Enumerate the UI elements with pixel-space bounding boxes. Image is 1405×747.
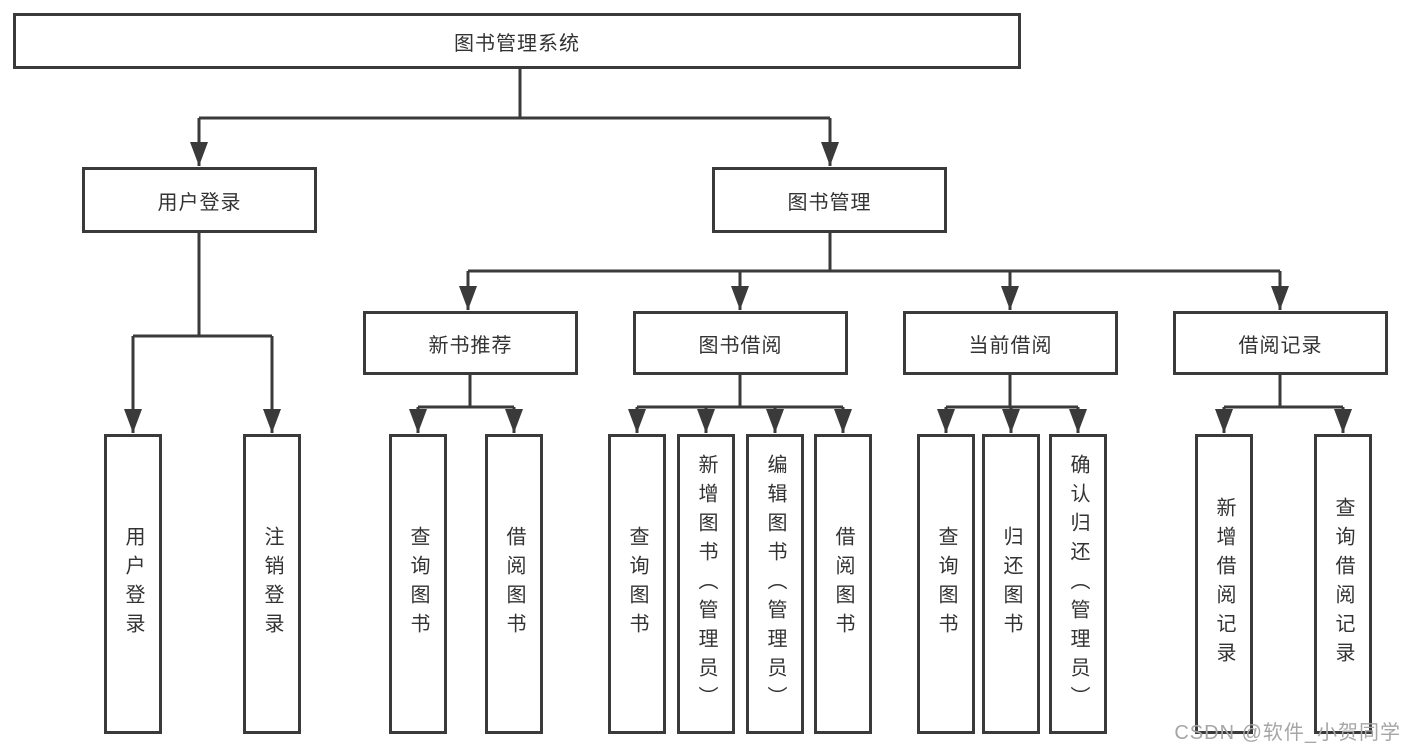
- leaf-user-login: 用户登录: [104, 434, 162, 734]
- leaf-label: 借阅图书: [832, 526, 854, 642]
- leaf-logout: 注销登录: [243, 434, 301, 734]
- leaf-query-books: 查询图书: [917, 434, 975, 734]
- leaf-label: 用户登录: [122, 526, 144, 642]
- node-current-borrowing: 当前借阅: [903, 311, 1118, 375]
- leaf-label: 查询图书: [407, 526, 429, 642]
- leaf-label: 归还图书: [1000, 526, 1022, 642]
- leaf-label: 查询借阅记录: [1332, 497, 1354, 671]
- leaf-label: 查询图书: [935, 526, 957, 642]
- node-borrowing-records: 借阅记录: [1173, 311, 1388, 375]
- leaf-confirm-return-admin: 确认归还（管理员）: [1049, 434, 1107, 734]
- leaf-borrow-books: 借阅图书: [485, 434, 543, 734]
- leaf-query-books: 查询图书: [608, 434, 666, 734]
- leaf-add-books-admin: 新增图书（管理员）: [677, 434, 735, 734]
- leaf-edit-books-admin: 编辑图书（管理员）: [746, 434, 804, 734]
- watermark: CSDN @软件_小贺同学: [1174, 722, 1401, 744]
- leaf-return-books: 归还图书: [982, 434, 1040, 734]
- node-book-borrowing: 图书借阅: [633, 311, 848, 375]
- node-user-login: 用户登录: [82, 167, 317, 233]
- leaf-label: 确认归还（管理员）: [1067, 453, 1089, 715]
- leaf-add-borrow-record: 新增借阅记录: [1195, 434, 1253, 734]
- leaf-label: 查询图书: [626, 526, 648, 642]
- leaf-borrow-books: 借阅图书: [814, 434, 872, 734]
- leaf-label: 新增图书（管理员）: [695, 453, 717, 715]
- node-library-management-system: 图书管理系统: [13, 13, 1021, 69]
- leaf-query-books: 查询图书: [389, 434, 447, 734]
- node-new-book-recommendation: 新书推荐: [363, 311, 578, 375]
- leaf-label: 借阅图书: [503, 526, 525, 642]
- leaf-label: 编辑图书（管理员）: [764, 453, 786, 715]
- leaf-label: 新增借阅记录: [1213, 497, 1235, 671]
- node-book-management: 图书管理: [712, 167, 947, 233]
- leaf-query-borrow-record: 查询借阅记录: [1314, 434, 1372, 734]
- leaf-label: 注销登录: [261, 526, 283, 642]
